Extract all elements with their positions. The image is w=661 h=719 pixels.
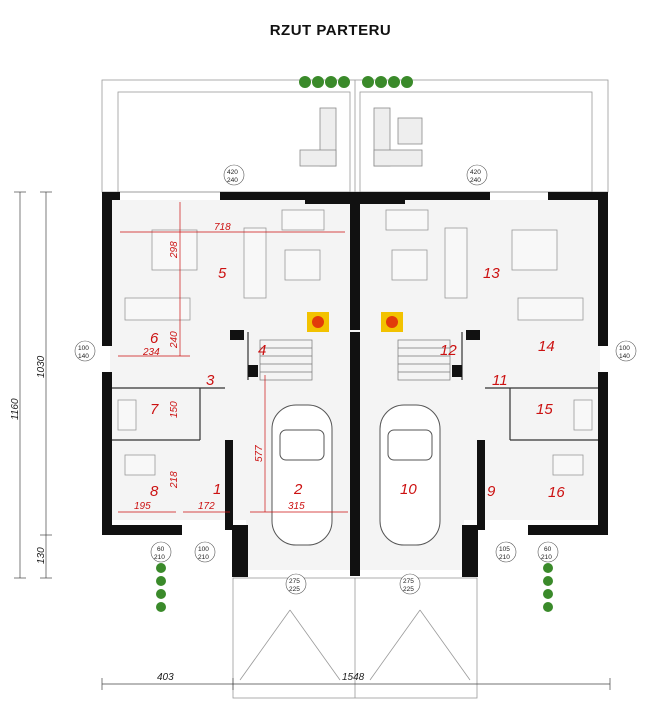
opening-label: 225 [289, 586, 300, 593]
opening-label: 210 [198, 554, 209, 561]
overall-dimension: 403 [157, 672, 174, 683]
opening-label: 60 [544, 546, 552, 553]
room-label: 4 [258, 342, 266, 359]
room-label: 1 [213, 481, 221, 498]
opening-label: 60 [157, 546, 165, 553]
dimension-label: 240 [169, 331, 180, 349]
dimension-label: 315 [288, 501, 305, 512]
opening-label: 420 [227, 169, 238, 176]
opening-bubbles [74, 164, 637, 595]
opening-label: 420 [470, 169, 481, 176]
dimension-label: 195 [134, 501, 151, 512]
overall-dimension: 1160 [10, 398, 21, 420]
opening-label: 100 [619, 345, 630, 352]
opening-label: 240 [470, 177, 481, 184]
interior-walls [110, 332, 600, 441]
opening-label: 210 [499, 554, 510, 561]
room-label: 10 [400, 481, 417, 498]
living-furniture [117, 209, 593, 476]
overall-dimension: 1030 [36, 355, 47, 378]
dimension-label: 150 [169, 401, 180, 418]
plan-title: RZUT PARTERU [269, 22, 392, 39]
opening-label: 140 [619, 353, 630, 360]
room-label: 8 [150, 483, 159, 500]
fireplace-icons [307, 312, 403, 332]
car-icons [271, 404, 441, 546]
opening-label: 240 [227, 177, 238, 184]
opening-label: 140 [78, 353, 89, 360]
overall-dimension: 130 [36, 547, 47, 564]
room-label: 2 [293, 481, 303, 498]
dimension-lines [14, 191, 611, 690]
room-label: 12 [440, 342, 457, 359]
room-label: 9 [487, 483, 496, 500]
room-label: 15 [536, 401, 553, 418]
opening-label: 275 [403, 578, 414, 585]
exterior-walls [102, 192, 608, 577]
dimension-label: 218 [169, 471, 180, 489]
room-label: 6 [150, 330, 159, 347]
room-label: 14 [538, 338, 555, 355]
dimension-label: 718 [214, 222, 231, 233]
terrace-furniture [299, 107, 423, 167]
plant-icons [156, 76, 553, 612]
opening-label: 225 [403, 586, 414, 593]
overall-dimension: 1548 [342, 672, 365, 683]
interior-dimension-lines [118, 202, 348, 513]
opening-label: 100 [198, 546, 209, 553]
room-label: 3 [206, 372, 215, 389]
room-label: 13 [483, 265, 500, 282]
dimension-label: 234 [142, 347, 160, 358]
stairs [259, 339, 451, 381]
dimension-label: 577 [254, 445, 265, 462]
room-label: 7 [150, 401, 159, 418]
dimension-label: 298 [169, 241, 180, 259]
room-label: 16 [548, 484, 565, 501]
opening-label: 100 [78, 345, 89, 352]
opening-label: 105 [499, 546, 510, 553]
opening-label: 275 [289, 578, 300, 585]
dimension-label: 172 [198, 501, 215, 512]
room-label: 5 [218, 265, 227, 282]
room-label: 11 [492, 372, 508, 389]
opening-label: 210 [154, 554, 165, 561]
opening-label: 210 [541, 554, 552, 561]
